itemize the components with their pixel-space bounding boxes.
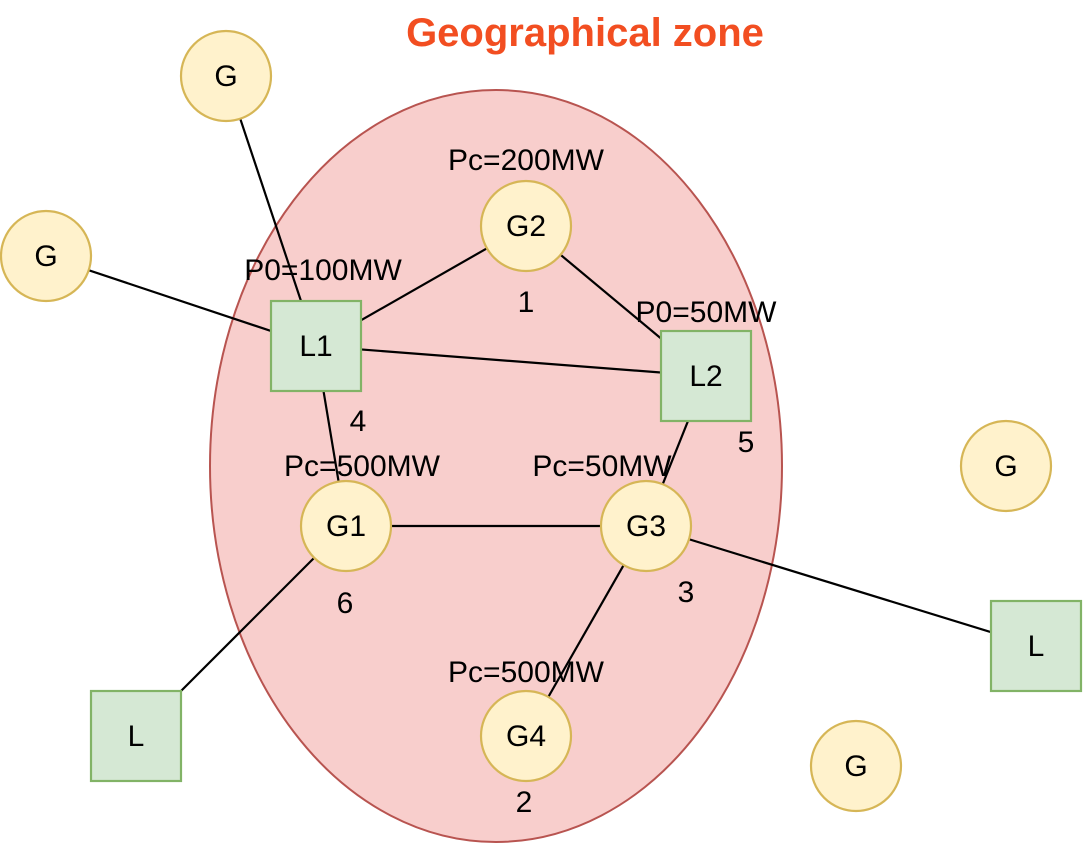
node-label-g_left: G: [34, 240, 57, 273]
generator-circle: [179, 29, 273, 123]
load-node-l1: L1: [269, 299, 363, 393]
node-label-l_left: L: [128, 720, 145, 753]
node-label-l_right: L: [1028, 630, 1045, 663]
annotation-num-g1: 6: [337, 587, 354, 620]
generator-circle: [809, 719, 903, 813]
node-label-g_right: G: [994, 450, 1017, 483]
annotation-p0-l2: P0=50MW: [636, 296, 778, 329]
annotation-p0-l1: P0=100MW: [244, 254, 402, 287]
annotation-pc-g4: Pc=500MW: [448, 656, 605, 689]
generator-circle: [479, 689, 573, 783]
generator-circle: [959, 419, 1053, 513]
load-square: [269, 299, 363, 393]
generator-node-g_bottom_right: G: [809, 719, 903, 813]
annotation-pc-g1: Pc=500MW: [284, 450, 441, 483]
generator-circle: [0, 209, 93, 303]
annotation-num-l1: 4: [350, 405, 367, 438]
load-node-l_right: L: [989, 599, 1083, 693]
load-square: [989, 599, 1083, 693]
edge-g3-l_right: [645, 524, 1037, 648]
annotation-num-g4: 2: [516, 786, 533, 819]
annotation-num-l2: 5: [738, 426, 755, 459]
load-square: [659, 329, 753, 423]
generator-node-g_left: G: [0, 209, 93, 303]
annotation-pc-g3: Pc=50MW: [532, 450, 672, 483]
annotation-num-g2: 1: [518, 286, 535, 319]
load-square: [89, 689, 183, 783]
generator-node-g2: G2: [479, 179, 573, 273]
generator-circle: [479, 179, 573, 273]
node-label-g1: G1: [326, 510, 366, 543]
generator-node-g_right: G: [959, 419, 1053, 513]
node-label-g4: G4: [506, 720, 546, 753]
node-label-g_top: G: [214, 60, 237, 93]
annotation-num-g3: 3: [678, 576, 695, 609]
generator-node-g3: G3: [599, 479, 693, 573]
node-label-g2: G2: [506, 210, 546, 243]
load-node-l2: L2: [659, 329, 753, 423]
geographical-zone: [209, 89, 783, 843]
edge-l1-l2: [315, 344, 707, 378]
generator-circle: [299, 479, 393, 573]
node-label-l1: L1: [299, 330, 332, 363]
generator-node-g_top: G: [179, 29, 273, 123]
load-node-l_left: L: [89, 689, 183, 783]
generator-node-g1: G1: [299, 479, 393, 573]
generator-node-g4: G4: [479, 689, 573, 783]
diagram-title: Geographical zone: [406, 11, 764, 55]
node-label-l2: L2: [689, 360, 722, 393]
annotation-pc-g2: Pc=200MW: [448, 144, 605, 177]
node-label-g_bottom_right: G: [844, 750, 867, 783]
node-label-g3: G3: [626, 510, 666, 543]
generator-circle: [599, 479, 693, 573]
